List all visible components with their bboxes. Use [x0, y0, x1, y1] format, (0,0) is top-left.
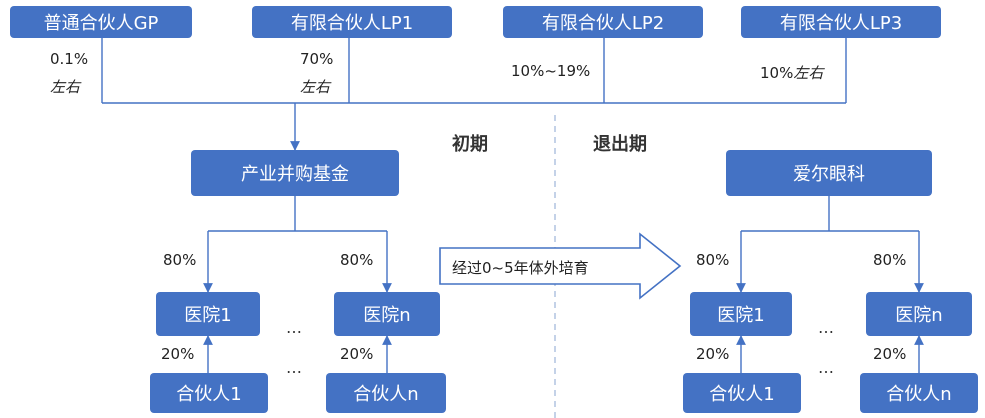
left-pct-80-b: 80% [340, 251, 374, 269]
right-pct-80-b: 80% [873, 251, 907, 269]
right-hospital-n-label: 医院n [895, 305, 943, 326]
right-pct-20-b: 20% [873, 345, 907, 363]
right-partner-1-label: 合伙人1 [709, 384, 775, 405]
left-pct-20-b: 20% [340, 345, 374, 363]
gp-pct: 0.1% [50, 50, 89, 68]
phase-initial: 初期 [452, 134, 488, 155]
lp1-approx: 左右 [300, 78, 331, 96]
lp3-box: 有限合伙人LP3 [741, 6, 941, 38]
gp-box: 普通合伙人GP [10, 6, 192, 38]
gp-label: 普通合伙人GP [43, 13, 159, 34]
fund-box: 产业并购基金 [191, 150, 399, 196]
right-ellipsis-2: … [818, 358, 836, 377]
lp2-label: 有限合伙人LP2 [541, 13, 665, 34]
left-partner-n-box: 合伙人n [326, 373, 446, 413]
left-ellipsis-2: … [286, 358, 304, 377]
lp2-pct: 10%~19% [511, 62, 591, 80]
left-partner-n-label: 合伙人n [353, 384, 419, 405]
company-label: 爱尔眼科 [793, 164, 865, 185]
big-arrow-shape [439, 232, 682, 300]
left-pct-20-a: 20% [161, 345, 195, 363]
lp1-box: 有限合伙人LP1 [252, 6, 452, 38]
left-hospital-n-box: 医院n [334, 292, 440, 336]
company-box: 爱尔眼科 [726, 150, 932, 196]
left-hospital-1-label: 医院1 [184, 305, 232, 326]
right-hospital-1-label: 医院1 [717, 305, 765, 326]
left-pct-80-a: 80% [163, 251, 197, 269]
right-pct-20-a: 20% [696, 345, 730, 363]
gp-approx: 左右 [50, 78, 81, 96]
lp3-label: 有限合伙人LP3 [779, 13, 903, 34]
fund-label: 产业并购基金 [241, 164, 349, 185]
phase-exit: 退出期 [593, 134, 647, 155]
lp3-pct: 10%左右 [760, 62, 823, 83]
right-partner-n-box: 合伙人n [860, 373, 978, 413]
big-arrow-text: 经过0~5年体外培育 [452, 259, 589, 277]
right-pct-80-a: 80% [696, 251, 730, 269]
right-partner-n-label: 合伙人n [886, 384, 952, 405]
lp3-pct-value: 10% [760, 64, 794, 82]
lp1-label: 有限合伙人LP1 [290, 13, 414, 34]
lp1-pct: 70% [300, 50, 334, 68]
left-ellipsis-1: … [286, 318, 304, 337]
right-hospital-1-box: 医院1 [690, 292, 792, 336]
right-hospital-n-box: 医院n [866, 292, 972, 336]
right-partner-1-box: 合伙人1 [683, 373, 801, 413]
left-partner-1-box: 合伙人1 [150, 373, 268, 413]
right-ellipsis-1: … [818, 318, 836, 337]
lp3-approx: 左右 [793, 64, 824, 82]
left-hospital-n-label: 医院n [363, 305, 411, 326]
left-partner-1-label: 合伙人1 [176, 384, 242, 405]
lp2-box: 有限合伙人LP2 [503, 6, 703, 38]
left-hospital-1-box: 医院1 [156, 292, 260, 336]
